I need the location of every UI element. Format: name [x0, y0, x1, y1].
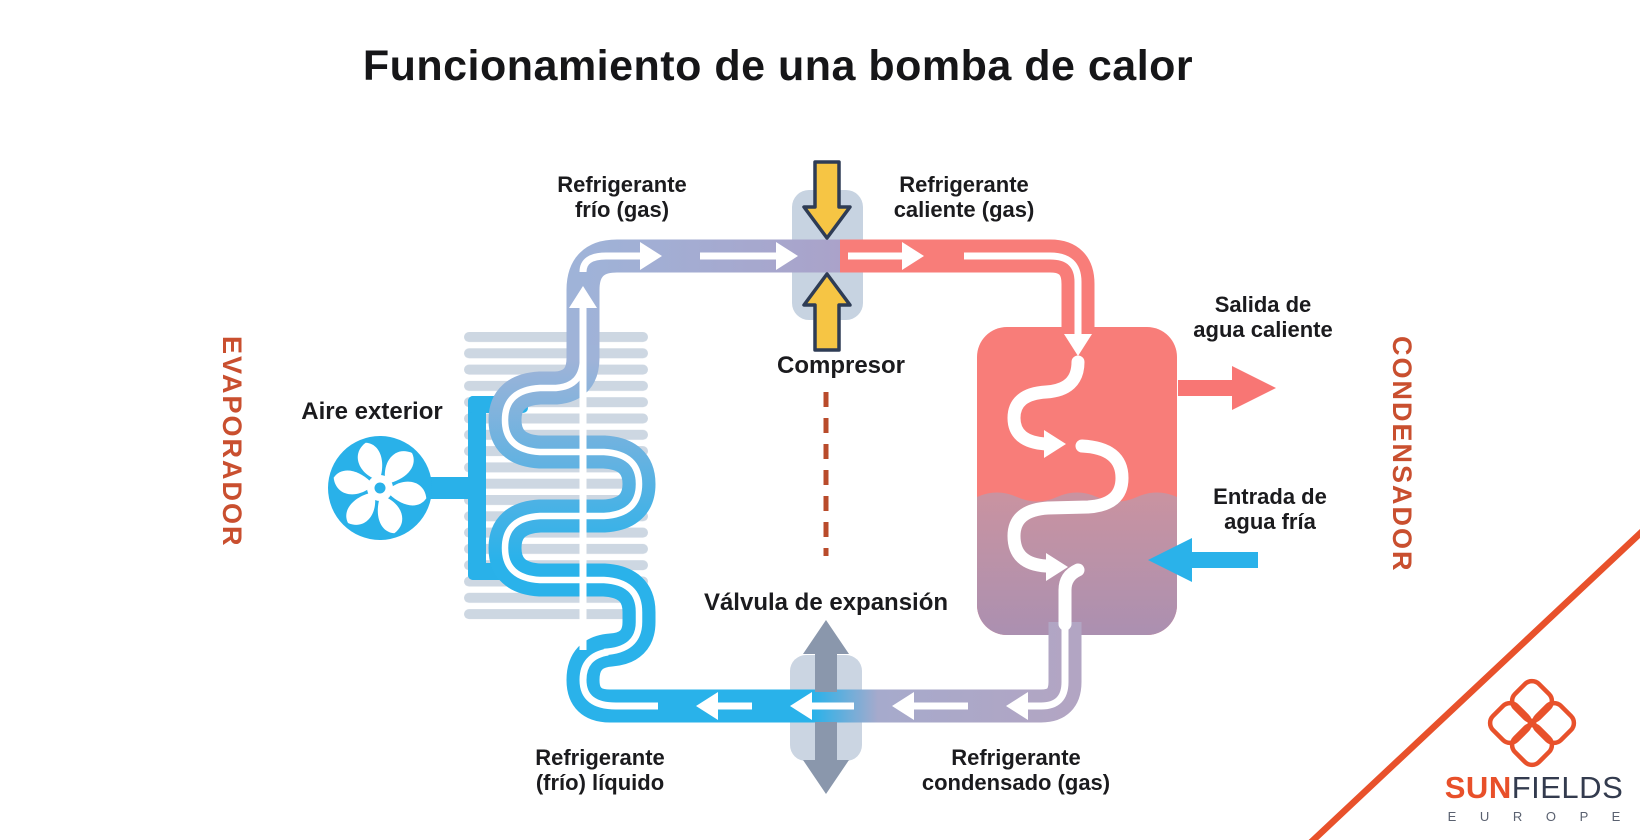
hot-water-out-arrow [1178, 366, 1276, 410]
logo-sun: SUN [1444, 770, 1512, 805]
logo-fields: FIELDS [1511, 770, 1624, 805]
flow-arrowheads [569, 242, 1092, 720]
cold-water-in-arrow [1148, 538, 1258, 582]
page-title: Funcionamiento de una bomba de calor [362, 42, 1194, 90]
compressor-arrows [802, 160, 852, 352]
section-label-condensador: CONDENSADOR [1387, 336, 1417, 573]
expansion-valve-arrows [803, 620, 849, 794]
flow-lines [501, 252, 1129, 710]
logo-europe: E U R O P E [1447, 809, 1631, 824]
label-salida-agua-caliente: Salida de agua caliente [1193, 292, 1333, 343]
label-valvula-expansion: Válvula de expansión [703, 589, 949, 616]
label-refrigerante-liquido: Refrigerante (frío) líquido [535, 745, 665, 796]
label-refrigerante-frio: Refrigerante frío (gas) [557, 172, 687, 223]
label-entrada-agua-fria: Entrada de agua fría [1213, 484, 1327, 535]
brand-diagonal-line [1308, 529, 1640, 840]
label-compresor: Compresor [776, 352, 906, 379]
sunfields-logo-text: SUNFIELDS E U R O P E [1438, 770, 1631, 824]
label-refrigerante-caliente: Refrigerante caliente (gas) [893, 172, 1035, 223]
section-label-evaporador: EVAPORADOR [217, 336, 247, 548]
fan-icon [328, 396, 528, 580]
logo-wordmark: SUNFIELDS [1438, 770, 1631, 806]
sunfields-flower-icon [1487, 678, 1577, 768]
label-refrigerante-condensado: Refrigerante condensado (gas) [921, 745, 1111, 796]
label-aire-exterior: Aire exterior [301, 398, 443, 425]
